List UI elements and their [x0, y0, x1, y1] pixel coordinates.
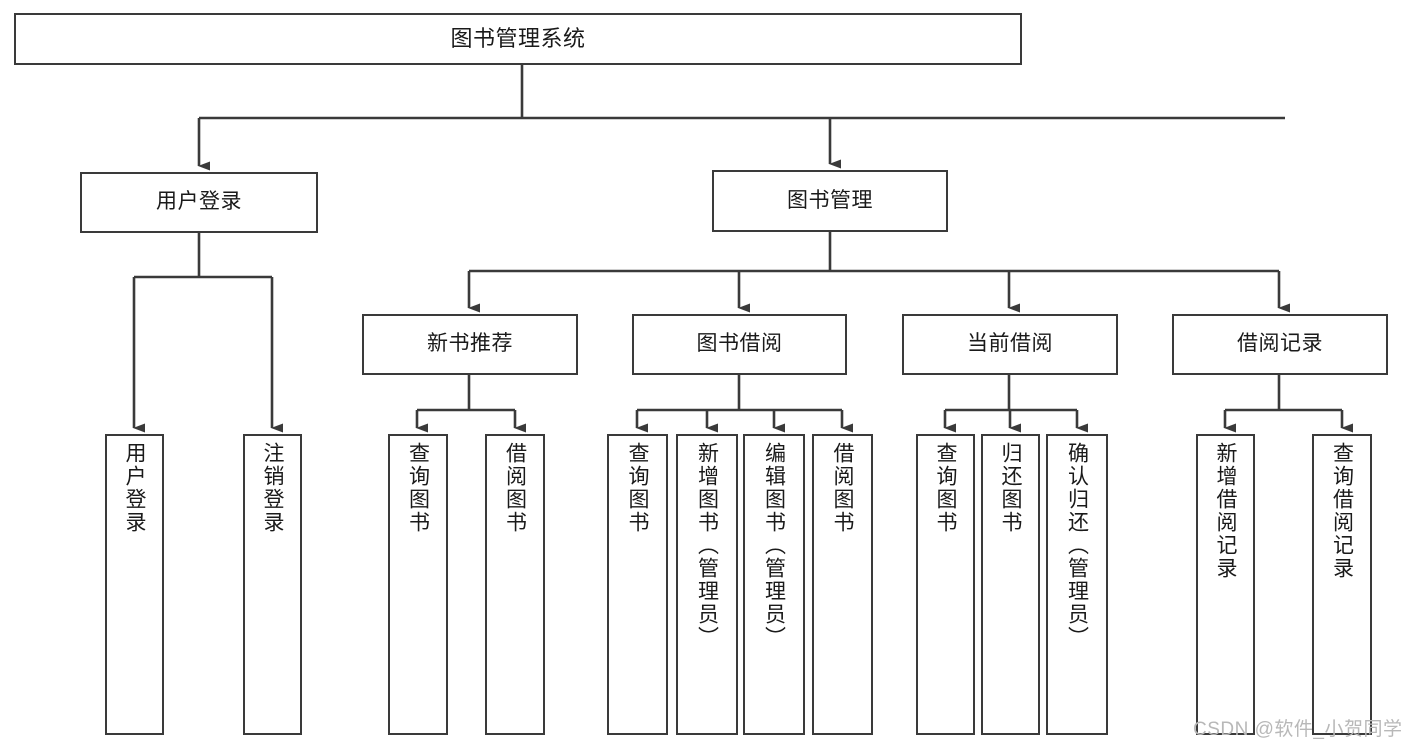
leaf-confirm-return-admin[interactable]: 确认归还（管理员） — [1046, 434, 1108, 735]
node-new-book-recommend-label: 新书推荐 — [427, 332, 513, 356]
node-book-borrow-label: 图书借阅 — [696, 332, 783, 356]
leaf-edit-book-admin[interactable]: 编辑图书（管理员） — [743, 434, 805, 735]
leaf-borrow-book-recommend[interactable]: 借阅图书 — [485, 434, 545, 735]
leaf-return-book[interactable]: 归还图书 — [981, 434, 1040, 735]
csdn-watermark: CSDN @软件_小贺同学 — [1193, 719, 1403, 740]
node-book-management[interactable]: 图书管理 — [712, 170, 948, 232]
leaf-return-book-label: 归还图书 — [999, 442, 1023, 534]
node-current-borrow-label: 当前借阅 — [967, 332, 1053, 356]
leaf-add-borrow-record-label: 新增借阅记录 — [1214, 442, 1238, 580]
leaf-query-borrow-record[interactable]: 查询借阅记录 — [1312, 434, 1372, 735]
node-new-book-recommend[interactable]: 新书推荐 — [362, 314, 578, 375]
leaf-query-book-recommend[interactable]: 查询图书 — [388, 434, 448, 735]
node-borrow-record-label: 借阅记录 — [1237, 332, 1323, 356]
leaf-edit-book-admin-label: 编辑图书（管理员） — [762, 442, 786, 649]
leaf-user-logout-label: 注销登录 — [261, 442, 285, 534]
leaf-confirm-return-admin-label: 确认归还（管理员） — [1065, 442, 1089, 649]
leaf-user-login-label: 用户登录 — [123, 442, 147, 534]
leaf-user-logout[interactable]: 注销登录 — [243, 434, 302, 735]
node-book-management-label: 图书管理 — [787, 188, 873, 212]
node-root[interactable]: 图书管理系统 — [14, 13, 1022, 65]
leaf-borrow-book[interactable]: 借阅图书 — [812, 434, 873, 735]
node-borrow-record[interactable]: 借阅记录 — [1172, 314, 1388, 375]
node-root-label: 图书管理系统 — [450, 26, 586, 52]
leaf-query-book-current-label: 查询图书 — [934, 442, 958, 534]
leaf-query-book-borrow[interactable]: 查询图书 — [607, 434, 668, 735]
leaf-query-borrow-record-label: 查询借阅记录 — [1330, 442, 1354, 580]
node-book-borrow[interactable]: 图书借阅 — [632, 314, 847, 375]
leaf-add-book-admin[interactable]: 新增图书（管理员） — [676, 434, 738, 735]
leaf-add-borrow-record[interactable]: 新增借阅记录 — [1196, 434, 1255, 735]
leaf-query-book-current[interactable]: 查询图书 — [916, 434, 975, 735]
leaf-user-login[interactable]: 用户登录 — [105, 434, 164, 735]
leaf-borrow-book-recommend-label: 借阅图书 — [503, 442, 527, 534]
node-current-borrow[interactable]: 当前借阅 — [902, 314, 1118, 375]
leaf-add-book-admin-label: 新增图书（管理员） — [695, 442, 719, 649]
node-user-login[interactable]: 用户登录 — [80, 172, 318, 233]
node-user-login-label: 用户登录 — [156, 190, 242, 214]
leaf-borrow-book-label: 借阅图书 — [831, 442, 855, 534]
leaf-query-book-borrow-label: 查询图书 — [626, 442, 650, 534]
leaf-query-book-recommend-label: 查询图书 — [406, 442, 430, 534]
